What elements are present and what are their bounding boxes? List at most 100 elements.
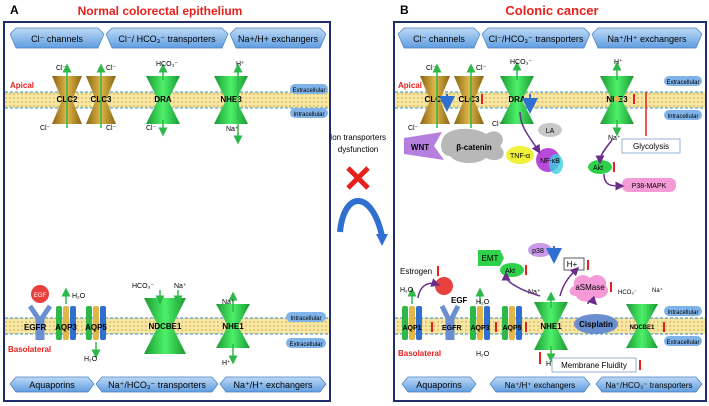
panel-b-egfr-label: EGFR [442, 325, 461, 332]
middle-line-2: dysfunction [338, 145, 378, 154]
panel-b-na-basal: Na⁺ [652, 287, 663, 294]
panel-a-hco3-basal: HCO₃⁻ [132, 283, 154, 290]
panel-a-extracellular-pill [290, 84, 328, 94]
panel-a-hco3: HCO₃⁻ [156, 61, 178, 68]
middle-arrow [337, 198, 385, 237]
panel-a-extracellular-label-2: Extracellular [289, 342, 322, 348]
svg-text:NDCBE1: NDCBE1 [149, 322, 182, 331]
panel-b-h2o-1: H₂O [400, 287, 414, 294]
panel-a-aqp3: AQP3 [55, 306, 77, 340]
panel-b-hco3-basal: HCO₃⁻ [618, 290, 637, 296]
panel-a-ndcbe1: NDCBE1 [144, 298, 186, 354]
panel-b-glycolysis [621, 138, 681, 154]
panel-a-egf [31, 285, 49, 303]
panel-a-top-label-1: Cl⁻ channels [31, 34, 83, 44]
panel-b-cisplatin-label: Cisplatin [579, 320, 613, 329]
panel-b-bottom-label-1: Aquaporins [416, 380, 462, 390]
panel-a-basolateral-label: Basolateral [8, 345, 51, 354]
panel-b-aqp1: AQP1 [402, 306, 422, 340]
panel-b-nfkb-label: NF-κB [540, 158, 560, 165]
panel-b-glycolysis-label: Glycolysis [633, 142, 669, 151]
panel-b-top-labels: Cl⁻ channels Cl⁻/HCO₃⁻ transporters Na⁺/… [397, 27, 703, 49]
panel-a-h-nhe1: H⁺ [222, 360, 231, 367]
panel-b-intracellular-label-2: Intracellular [667, 310, 698, 316]
svg-text:NHE1: NHE1 [540, 322, 562, 331]
panel-b-asmase [569, 275, 609, 302]
panel-b-extracellular-label: Extracellular [666, 80, 699, 86]
panel-b-akt-basal-label: Akt [505, 268, 515, 275]
panel-b-emt [478, 250, 504, 266]
panel-b-top-label-1: Cl⁻ channels [413, 34, 465, 44]
panel-b-akt-label: Akt [593, 165, 603, 172]
panel-a-cl-dra: Cl⁻ [146, 125, 157, 132]
panel-a-cl-4: Cl⁻ [106, 125, 117, 132]
panel-a-top-labels: Cl⁻ channels Cl⁻/ HCO₃⁻ transporters Na+… [9, 27, 327, 49]
panel-a-h2o-2: H₂O [84, 356, 98, 363]
panel-a-h: H⁺ [236, 61, 245, 68]
panel-b-tnf [506, 146, 534, 164]
panel-b-p38-label: p38 [532, 248, 544, 255]
panel-b-akt [588, 160, 612, 174]
panel-b-h2o-2: H₂O [476, 299, 490, 306]
panel-b-membrane-fluidity-label: Membrane Fluidity [561, 361, 627, 370]
panel-b-bottom-label-3: Na⁺/HCO₃⁻ transporters [606, 381, 693, 390]
panel-a-egfr [27, 304, 53, 340]
panel-b-basolateral-label: Basolateral [398, 349, 441, 358]
panel-b-egf [435, 277, 453, 295]
svg-text:AQP5: AQP5 [85, 323, 107, 332]
panel-b-cl-dra: Cl⁻ [492, 121, 503, 128]
panel-a-cl-2: Cl⁻ [106, 65, 117, 72]
panel-b-h2o-3: H₂O [476, 351, 490, 358]
panel-a-intracellular-label: Intracellular [293, 112, 324, 118]
panel-b-bottom-labels: Aquaporins Na⁺/H⁺ exchangers Na⁺/HCO₃⁻ t… [401, 376, 703, 393]
red-cross-icon [346, 166, 370, 190]
panel-b-h: H⁺ [614, 59, 623, 66]
svg-text:AQP1: AQP1 [402, 325, 421, 332]
panel-b-h-nhe1: H⁺ [546, 361, 555, 368]
panel-a-h2o-1: H₂O [72, 293, 86, 300]
panel-b-h-plus: H+ [567, 260, 578, 269]
panel-b-egfr [439, 304, 461, 340]
panel-a-nhe3: NHE3 [214, 76, 248, 124]
panel-a-bottom-labels: Aquaporins Na⁺/HCO₃⁻ transporters Na⁺/H⁺… [9, 376, 327, 393]
panel-b-bottom-label-2: Na⁺/H⁺ exchangers [505, 381, 575, 390]
svg-text:NHE1: NHE1 [222, 322, 244, 331]
panel-b-ndcbe1: NDCBE1 [626, 304, 658, 348]
panel-b-clc3: CLC3 [454, 76, 484, 124]
panel-a-frame [3, 21, 331, 402]
svg-text:CLC2: CLC2 [425, 95, 446, 104]
panel-a-top-label-3: Na+/H+ exchangers [238, 34, 319, 44]
panel-a-aqp5: AQP5 [85, 306, 107, 340]
panel-b-aqp3: AQP3 [470, 306, 490, 340]
panel-a-bottom-label-1: Aquaporins [29, 380, 75, 390]
panel-b-wnt-label: WNT [411, 143, 429, 152]
panel-b-intracellular-pill [664, 110, 702, 120]
panel-b-cisplatin [574, 314, 618, 334]
panel-a-bottom-label-3: Na⁺/H⁺ exchangers [233, 380, 313, 390]
panel-b-top-label-3: Na⁺/H⁺ exchangers [607, 34, 687, 44]
panel-b-beta-catenin-label: β-catenin [456, 143, 492, 152]
svg-text:NHE3: NHE3 [220, 95, 242, 104]
panel-b-la [538, 123, 562, 137]
panel-a-cl-3: Cl⁻ [40, 125, 51, 132]
panel-b-cl-3: Cl⁻ [408, 125, 419, 132]
svg-text:DRA: DRA [508, 95, 526, 104]
panel-a-title: Normal colorectal epithelium [78, 4, 243, 18]
panel-b-apical-label: Apical [398, 81, 422, 90]
panel-a-letter: A [10, 3, 19, 17]
panel-a-dra: DRA [146, 76, 180, 124]
panel-a-extracellular-pill-2 [286, 338, 326, 348]
panel-a-intracellular-pill [290, 108, 328, 118]
panel-a-intracellular-label-2: Intracellular [290, 316, 321, 322]
panel-b-intracellular-pill-2 [664, 306, 702, 316]
panel-b-nhe3: NHE3 [600, 76, 634, 124]
panel-b-top-label-2: Cl⁻/HCO₃⁻ transporters [489, 34, 584, 44]
panel-b-beta-catenin [441, 128, 504, 164]
panel-a-na: Na⁺ [226, 126, 239, 133]
svg-text:AQP3: AQP3 [55, 323, 77, 332]
panel-b-title: Colonic cancer [505, 3, 598, 18]
panel-a-egfr-label: EGFR [24, 323, 46, 332]
panel-b-p38mapk-label: P38-MAPK [632, 183, 667, 190]
panel-b-hco3: HCO₃⁻ [510, 59, 532, 66]
panel-b-egf-label: EGF [451, 296, 468, 305]
